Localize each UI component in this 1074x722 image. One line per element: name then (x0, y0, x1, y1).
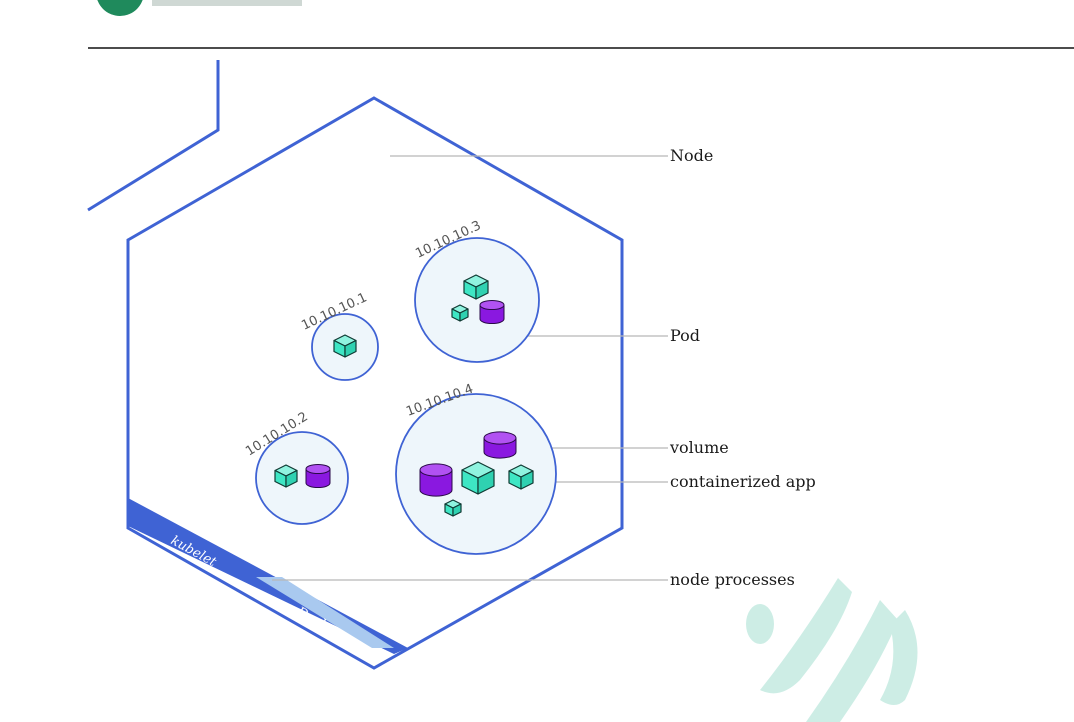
docker-band (256, 577, 394, 648)
volume-icon (305, 463, 331, 489)
container-icon (274, 464, 298, 488)
adjacent-node-edge (87, 60, 220, 212)
container-icon (444, 499, 462, 517)
container-icon (508, 464, 534, 490)
container-icon (451, 304, 469, 322)
pod-circle (255, 431, 349, 525)
pod-circle (414, 237, 540, 363)
label-volume: volume (669, 438, 729, 457)
volume-icon (479, 299, 505, 325)
watermark-logo (746, 578, 918, 722)
label-containerized-app: containerized app (670, 472, 816, 491)
label-node: Node (670, 146, 713, 165)
volume-icon (483, 431, 517, 459)
pod-contents (274, 274, 534, 517)
logo-text-mark (152, 0, 302, 6)
container-icon (333, 334, 357, 358)
logo (97, 0, 302, 16)
label-node-processes: node processes (670, 570, 795, 589)
container-icon (461, 461, 495, 495)
volume-icon (419, 463, 453, 497)
node-hexagon (126, 96, 624, 670)
container-icon (463, 274, 489, 300)
label-pod: Pod (670, 326, 700, 345)
callouts: Node Pod volume containerized app node p… (669, 146, 816, 589)
logo-icon (97, 0, 143, 16)
